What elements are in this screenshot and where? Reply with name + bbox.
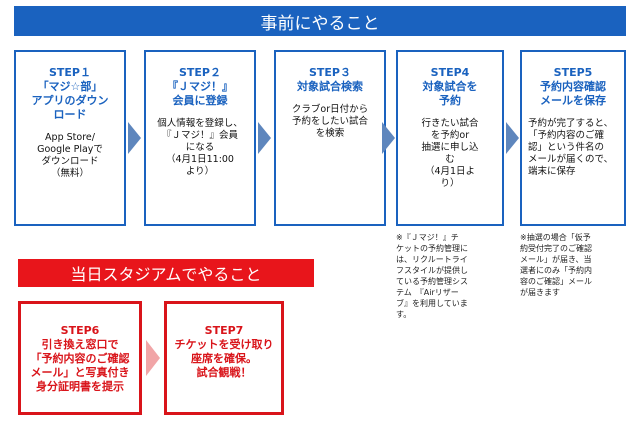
step-4-body: 行きたい試合 を予約or 抽選に申し込 む （4月1日よ り） — [421, 118, 479, 189]
step-1-body: App Store/ Google Playで ダウンロード （無料） — [37, 132, 103, 179]
step-5-box: STEP5 予約内容確認 メールを保存 予約が完了すると、 「予約内容のご確 認… — [520, 50, 626, 226]
step-5-body: 予約が完了すると、 「予約内容のご確 認」という件名の メールが届くので、 端末… — [528, 118, 614, 177]
step-3-title: STEP３ 対象試合検索 — [297, 66, 363, 93]
step-3-box: STEP３ 対象試合検索 クラブor日付から 予約をしたい試合 を検索 — [274, 50, 386, 226]
arrow-right-icon — [382, 122, 395, 154]
step-7-title: STEP7 チケットを受け取り 座席を確保。 試合観戦！ — [174, 324, 274, 379]
arrow-right-icon — [128, 122, 141, 154]
step-3-body: クラブor日付から 予約をしたい試合 を検索 — [291, 104, 369, 139]
pre-event-title: 事前にやること — [260, 13, 380, 34]
step-5-title: STEP5 予約内容確認 メールを保存 — [540, 66, 606, 107]
step-1-title: STEP１ 「マジ☆部」 アプリのダウン ロード — [31, 66, 109, 121]
arrow-right-icon — [506, 122, 519, 154]
step-7-box: STEP7 チケットを受け取り 座席を確保。 試合観戦！ — [164, 301, 284, 415]
arrow-right-icon — [146, 340, 160, 376]
day-of-banner: 当日スタジアムでやること — [18, 259, 314, 287]
step-4-title: STEP4 対象試合を 予約 — [422, 66, 478, 107]
step-6-title: STEP6 引き換え窓口で 「予約内容のご確認 メール」と写真付き 身分証明書を… — [30, 324, 130, 393]
step-4-note: ※『Ｊマジ！』チ ケットの予約管理に は、リクルートライ フスタイルが提供し て… — [396, 233, 468, 319]
step-5-note: ※抽選の場合「仮予 約受付完了のご確認 メール」が届き、当 選者にのみ「予約内 … — [520, 233, 592, 297]
day-of-title: 当日スタジアムでやること — [70, 265, 262, 284]
step-2-body: 個人情報を登録し、 『Ｊマジ！』会員 になる （4月1日11:00 より） — [157, 118, 243, 177]
step-2-box: STEP２ 『Ｊマジ！』 会員に登録 個人情報を登録し、 『Ｊマジ！』会員 にな… — [144, 50, 256, 226]
step-6-box: STEP6 引き換え窓口で 「予約内容のご確認 メール」と写真付き 身分証明書を… — [18, 301, 142, 415]
step-4-box: STEP4 対象試合を 予約 行きたい試合 を予約or 抽選に申し込 む （4月… — [396, 50, 504, 226]
step-2-title: STEP２ 『Ｊマジ！』 会員に登録 — [167, 66, 233, 107]
arrow-right-icon — [258, 122, 271, 154]
pre-event-banner: 事前にやること — [14, 6, 626, 36]
step-1-box: STEP１ 「マジ☆部」 アプリのダウン ロード App Store/ Goog… — [14, 50, 126, 226]
